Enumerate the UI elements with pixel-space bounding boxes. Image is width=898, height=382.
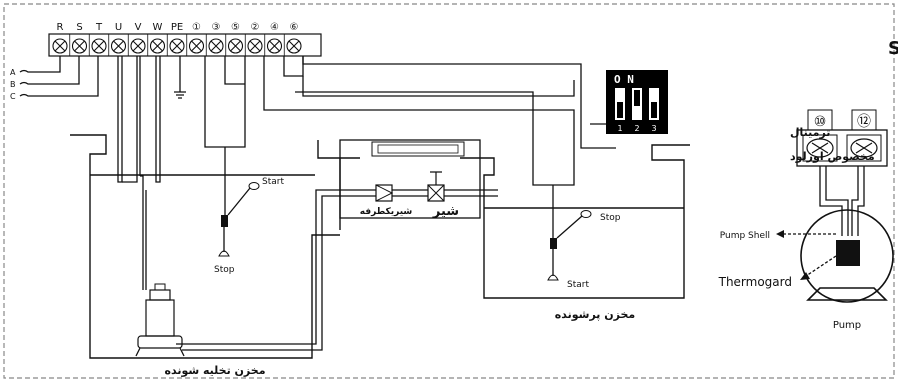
dip-number-3: 3 [651, 124, 656, 133]
terminal-label: S [76, 22, 82, 33]
terminal-screw [266, 38, 283, 54]
terminal-label: U [115, 22, 122, 33]
terminal-label: ⑤ [231, 22, 240, 33]
dip-switch-header: O N [614, 73, 634, 86]
terminal-screw [208, 38, 224, 54]
terminal-label: V [135, 22, 142, 33]
phase-label-c: C [10, 92, 16, 101]
gate-valve [427, 171, 445, 202]
terminal-screw [110, 38, 127, 54]
float-right-start-label: Start [567, 280, 589, 290]
terminal-screw [149, 38, 166, 54]
dip-number-2: 2 [634, 124, 639, 133]
phase-label-a: A [10, 68, 16, 77]
terminal-screw [286, 38, 302, 54]
terminal-label: ③ [212, 22, 221, 33]
terminal-10-label: ⑩ [814, 114, 827, 130]
thermogard-label: Thermogard [718, 275, 792, 289]
terminal-screw [130, 38, 146, 54]
fill-tank [480, 144, 690, 299]
fill-tank-label: مخزن پرشونده [555, 308, 635, 321]
terminal-screw [91, 38, 107, 54]
submersible-pump [135, 283, 185, 357]
terminal-screw [247, 38, 263, 54]
dip-number-1: 1 [617, 124, 622, 133]
float-right-stop-label: Stop [600, 213, 621, 223]
diagram-frame [3, 3, 895, 379]
check-valve [375, 184, 394, 202]
check-valve-label: شیریکطرفه [360, 207, 413, 217]
terminal-label: R [57, 22, 64, 33]
terminal-screw [71, 38, 88, 54]
terminal-screw [227, 38, 244, 54]
terminal-screw [169, 38, 185, 54]
terminal-label: ① [192, 22, 201, 33]
drain-tank [70, 134, 340, 359]
terminal-label: T [95, 22, 103, 33]
float-left-start-label: Start [262, 177, 284, 187]
valve-label: شیر [432, 204, 459, 219]
float-switch-right [547, 210, 592, 281]
pump-shell-label: Pump Shell [720, 231, 770, 241]
drain-tank-label: مخزن تخلیه شونده [164, 364, 265, 377]
terminal-label: ④ [270, 22, 279, 33]
diagram-title: دیاگرام نقشه اتصال پمپ دارای ترموگارد به… [888, 37, 898, 59]
terminal-label: W [153, 22, 163, 33]
pump-body [800, 209, 894, 303]
terminal-screw [52, 38, 68, 54]
terminal-12-label: ⑫ [857, 114, 871, 130]
ground-symbol [174, 56, 186, 99]
phase-label-b: B [10, 80, 16, 89]
terminal-label: PE [171, 22, 183, 33]
pump-label: Pump [833, 320, 861, 331]
dip-switch: O N 1 2 3 [606, 70, 668, 134]
float-switch-left [218, 182, 260, 257]
valve-box [339, 139, 481, 219]
pipe [176, 189, 376, 345]
terminal-label: ⑥ [290, 22, 299, 33]
terminal-label: ② [251, 22, 260, 33]
phase-inputs: A B C [10, 56, 99, 101]
overload-label-line1: ترمینال [790, 126, 830, 139]
overload-label-line2: مخصوص اورلود [790, 150, 875, 163]
overload-terminals [796, 109, 888, 167]
float-left-stop-label: Stop [214, 265, 235, 275]
terminal-screw [188, 38, 205, 54]
